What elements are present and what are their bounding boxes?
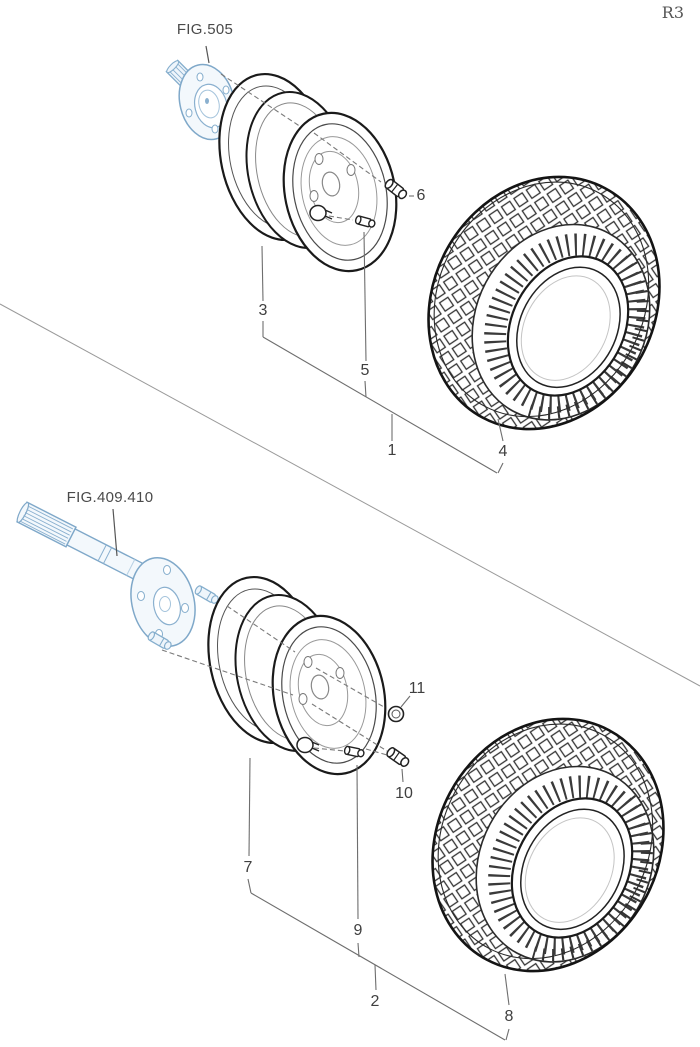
rear-axle-shaft [16, 501, 221, 652]
page-code-label: R3 [661, 3, 684, 22]
front-tire [385, 136, 700, 470]
front-wheel-rim [203, 62, 412, 283]
callout-3: 3 [258, 302, 268, 319]
rear-assembly-axis-lines [161, 605, 388, 756]
front-rim-valve-hole [309, 204, 327, 222]
callout-9: 9 [353, 922, 363, 939]
lug-nut-part-11 [387, 705, 405, 723]
callout-2: 2 [370, 993, 380, 1010]
callout-4: 4 [498, 443, 508, 460]
rear-wheel-rim [192, 565, 401, 786]
figure-ref-leader-lines [112, 45, 210, 557]
callout-1: 1 [387, 442, 397, 459]
figure-ref-rear-axle[interactable]: FIG.409.410 [66, 489, 154, 506]
callout-11: 11 [408, 680, 426, 697]
rear-tire [389, 678, 700, 1012]
section-divider-line [0, 303, 700, 687]
callout-8: 8 [504, 1008, 514, 1025]
front-assembly-axis-lines [220, 73, 382, 221]
callout-leader-lines [247, 195, 510, 1041]
callout-6: 6 [416, 187, 426, 204]
figure-ref-front-hub[interactable]: FIG.505 [176, 21, 234, 38]
rear-valve-cap-part-10 [384, 745, 412, 769]
callout-7: 7 [243, 859, 253, 876]
callout-10: 10 [395, 785, 413, 802]
rear-rim-valve-hole [296, 736, 314, 754]
callout-5: 5 [360, 362, 370, 379]
wheel-stud [193, 584, 221, 606]
